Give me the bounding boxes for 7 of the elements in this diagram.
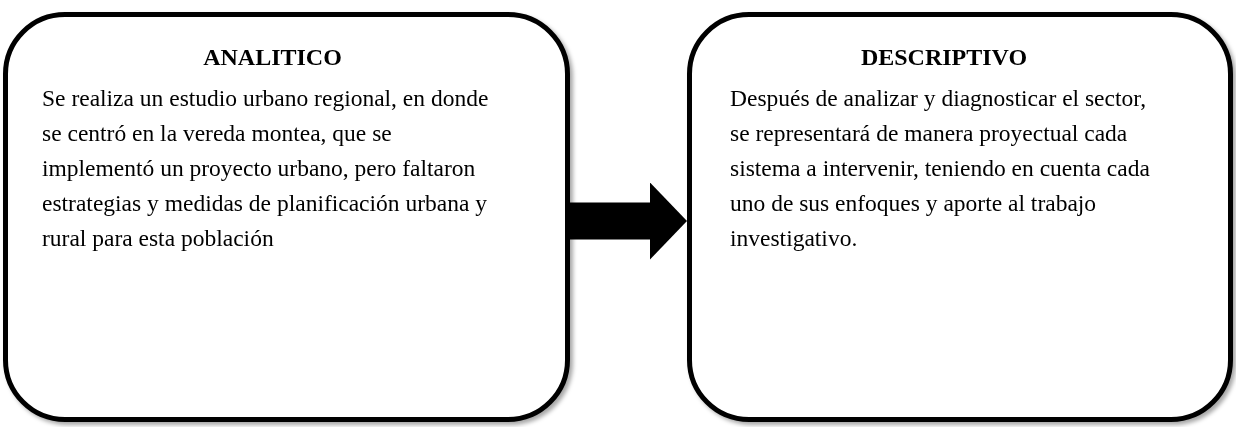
- box-heading: ANALITICO: [202, 44, 343, 71]
- rounded-box: [3, 12, 570, 422]
- box-text: Después de analizar y diagnosticar el sector, se representará de manera proyectual cada sistema a intervenir, teniendo en cuenta cada uno de sus enfoques y aporte al trabajo investigativo.: [730, 84, 1151, 253]
- box-text: Se realiza un estudio urbano regional, en donde se centró en la vereda montea, que se implementó un proyecto urbano, pero faltaron estrategias y medidas de planificación urbana y rural para esta población: [42, 84, 490, 253]
- block-arrow: [570, 182, 687, 260]
- box-heading: DESCRIPTIVO: [859, 44, 1029, 71]
- rounded-box: [687, 12, 1233, 422]
